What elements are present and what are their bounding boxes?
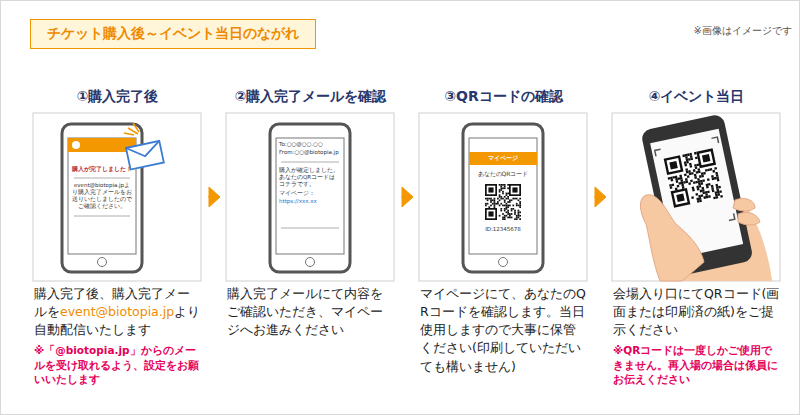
screen-text: マイページ [472,154,534,162]
screen-text: event@biotopia.jpより購入完了メールをお送りいたしましたのでご確… [71,182,133,210]
step-description: 購入完了後、購入完了メールをevent@biotopia.jpより自動配信いたし… [30,285,205,339]
screen-text: From:○○@biotopia.jp [279,149,341,156]
flow-arrow [594,187,606,207]
step-description: 会場入り口にてQRコード(画面または印刷済の紙)をご提示ください [609,285,784,339]
screen-text: To:○○@○○.○○ [279,141,341,148]
step-panel: ③QRコードの確認マイページにて、あなたのQRコードを確認します。当日使用します… [416,85,591,376]
flow-arrow [208,187,220,207]
screen-text: 購入が確定しました。あなたのQRコードはコチラです。 [279,167,341,188]
step-heading: ①購入完了後 [30,85,205,107]
image-note: ※画像はイメージです [672,25,792,38]
screen-text: 購入が完了しました！ [70,165,134,173]
screen-text: マイページ： [279,190,341,197]
panel-space [416,107,591,285]
screen-text: https://xxx.xx [279,198,341,205]
flow-arrow [401,187,413,207]
step-panel: ②購入完了メールを確認購入完了メールにて内容をご確認いただき、マイページへお進み… [223,85,398,339]
screen-text: あなたのQRコード [472,170,534,178]
arrow-shape [594,187,606,207]
step-description: マイページにて、あなたのQRコードを確認します。当日使用しますので大事に保管くだ… [416,285,591,376]
arrow-shape [208,187,220,207]
step-description: 購入完了メールにて内容をご確認いただき、マイページへお進みください [223,285,398,339]
screen-text: ID:12345678 [472,226,534,233]
step-panel: ①購入完了後購入完了後、購入完了メールをevent@biotopia.jpより自… [30,85,205,386]
step-panel: ④イベント当日会場入り口にてQRコード(画面または印刷済の紙)をご提示ください※… [609,85,784,386]
title-banner: チケット購入後～イベント当日のながれ [30,19,316,49]
step-note: ※「@biotopia.jp」からのメールを受け取れるよう、設定をお願いいたしま… [30,339,205,386]
panel-space [223,107,398,285]
panel-space [609,107,784,285]
arrow-shape [401,187,413,207]
step-heading: ②購入完了メールを確認 [223,85,398,107]
step-note: ※QRコードは一度しかご使用できません。再入場の場合は係員にお伝えください [609,339,784,386]
step-heading: ③QRコードの確認 [416,85,591,107]
panel-space [30,107,205,285]
step-heading: ④イベント当日 [609,85,784,107]
